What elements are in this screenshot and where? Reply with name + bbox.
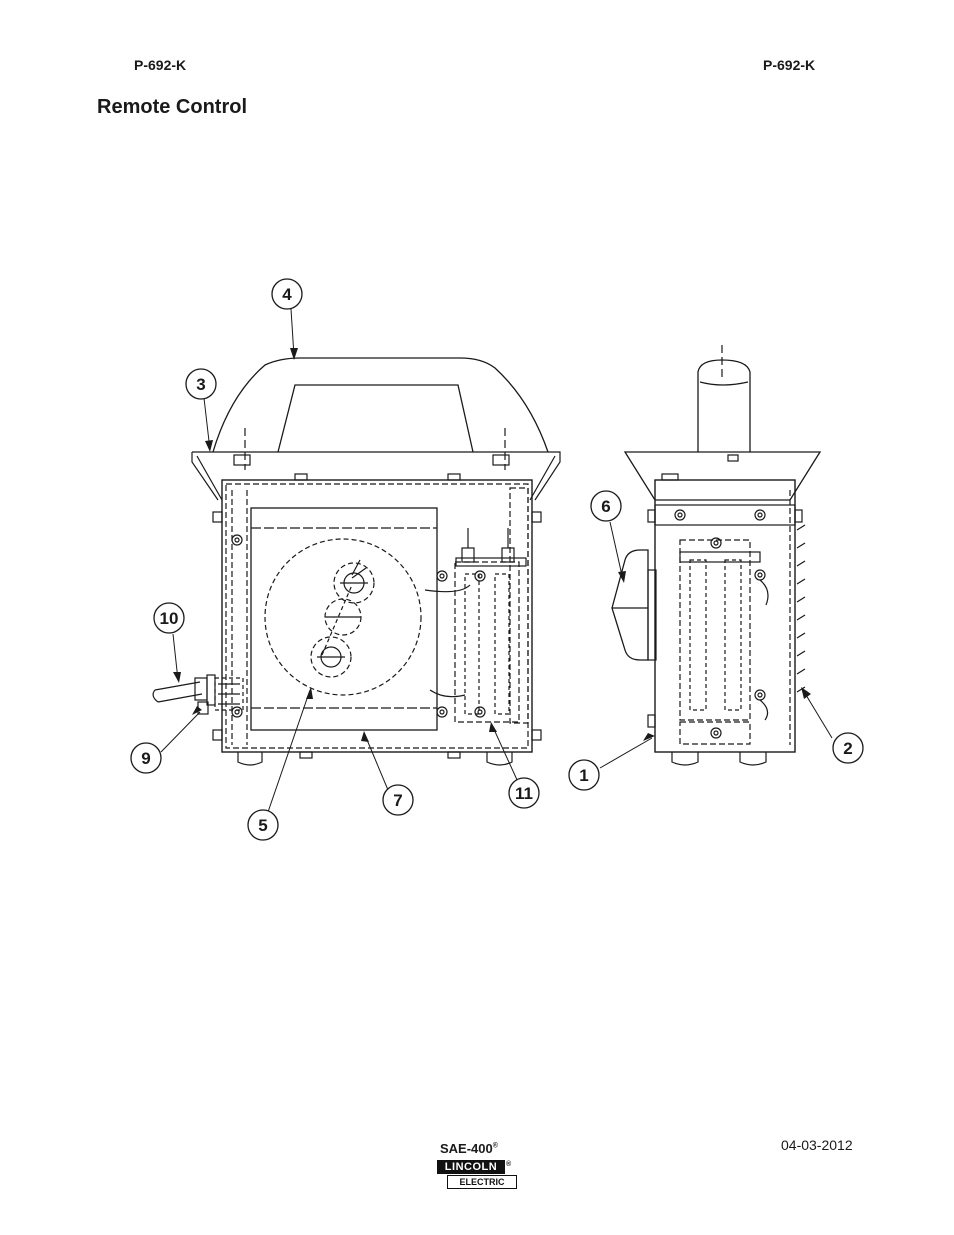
side-view [611,345,822,766]
callout-number: 2 [843,739,852,758]
registered-mark: ® [492,1142,498,1150]
callout-circle [185,368,217,400]
callout-number: 1 [579,766,588,785]
callout-circle [590,490,622,522]
callout-circle [247,809,279,841]
callout-number: 4 [282,285,292,304]
part-number-left: P-692-K [134,57,187,73]
logo-bottom-text: ELECTRIC [447,1175,517,1189]
page-title: Remote Control [97,96,247,118]
callout-3: 3 [185,368,217,400]
lincoln-electric-logo: LINCOLN ® ELECTRIC [437,1160,517,1190]
callout-5: 5 [247,809,279,841]
model-text: SAE-400 [440,1141,493,1156]
callout-circle [130,742,162,774]
callout-7: 7 [382,784,414,816]
callout-4: 4 [271,278,303,310]
callout-number: 6 [601,497,610,516]
model-name: SAE-400® [440,1141,498,1156]
callout-number: 5 [258,816,267,835]
callout-circle [271,278,303,310]
callout-11: 11 [508,777,540,809]
callout-number: 9 [141,749,150,768]
callout-circle [832,732,864,764]
front-view [152,357,561,766]
callout-9: 9 [130,742,162,774]
callout-number: 11 [515,784,533,803]
callout-number: 3 [196,375,205,394]
callout-6: 6 [590,490,622,522]
leader-arrowheads [173,348,811,742]
callout-1: 1 [568,759,600,791]
revision-date: 04-03-2012 [781,1137,853,1153]
callout-10: 10 [153,602,185,634]
callout-circle [382,784,414,816]
callout-number: 10 [160,609,179,628]
logo-registered-mark: ® [506,1161,512,1168]
callout-circle [568,759,600,791]
callout-circle [508,777,540,809]
callout-2: 2 [832,732,864,764]
callout-number: 7 [393,791,402,810]
logo-top-text: LINCOLN [437,1160,505,1174]
part-number-right: P-692-K [763,57,816,73]
callout-circle [153,602,185,634]
